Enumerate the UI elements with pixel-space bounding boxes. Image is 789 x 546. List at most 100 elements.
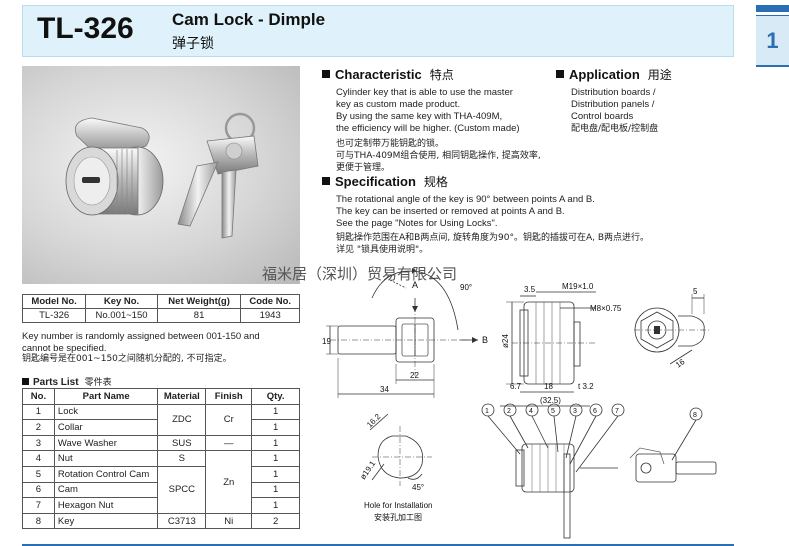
characteristic-heading-cn: 特点 [429,68,454,82]
application-line: Control boards [571,111,634,122]
dim-34: 34 [380,385,389,394]
product-title: Cam Lock - Dimple [172,10,326,29]
hole-label-cn: 安装孔加工图 [374,512,422,522]
part-qty: 1 [251,465,300,483]
balloon-2: 2 [507,408,511,415]
balloon-8: 8 [693,412,697,419]
product-photo [22,66,300,284]
bullet-square-icon [22,378,29,385]
table-row: 5 Rotation Control Cam SPCC 1 [22,465,300,514]
company-watermark: 福米居（深圳）贸易有限公司 [262,265,458,283]
part-qty: 2 [251,512,300,530]
mounting-hole-drawing [369,413,432,486]
specification-line-cn: 详见 "锁具使用说明"。 [336,245,429,255]
side-tab[interactable]: 1 [756,15,789,65]
part-no: 2 [22,419,55,436]
table-header-cell: Finish [205,388,253,405]
part-no: 8 [22,512,55,530]
application-heading-text: Application [569,67,640,82]
part-no: 3 [22,434,55,452]
balloon-5: 5 [551,408,555,415]
part-name: Collar [53,419,159,436]
spec-table: Model No. Key No. Net Weight(g) Code No.… [21,294,300,323]
application-line: Distribution panels / [571,99,655,110]
parts-list-heading-cn: 零件表 [84,378,112,388]
exploded-view-drawing [481,403,717,539]
note-line: Key number is randomly assigned between … [22,331,260,342]
part-no: 7 [22,497,55,514]
table-header-cell: Part Name [53,388,159,405]
dim-t3-2: t 3.2 [578,382,594,391]
table-row: 8 Key C3713 Ni 2 [22,512,300,530]
balloon-1: 1 [485,408,489,415]
table-row: TL-326 No.001~150 81 1943 [21,308,300,323]
hole-label: Hole for Installation [364,501,432,510]
bullet-square-icon [556,70,564,78]
part-no: 5 [22,465,55,483]
specification-line: The rotational angle of the key is 90° b… [336,194,595,205]
dim-m19: M19×1.0 [562,282,594,291]
part-name: Lock [53,403,159,421]
key-number-note: Key number is randomly assigned between … [22,331,300,366]
cam-lock-illustration [65,112,259,239]
part-finish: — [205,434,253,452]
characteristic-heading-text: Characteristic [335,67,422,82]
part-qty: 1 [251,419,300,436]
dim-5: 5 [693,287,698,296]
title-banner: TL-326 Cam Lock - Dimple 弹子锁 [22,5,734,57]
table-header-cell: Material [157,388,207,405]
characteristic-line: the efficiency will be higher. (Custom m… [336,123,520,134]
part-material: C3713 [157,512,207,530]
specification-line: See the page "Notes for Using Locks". [336,218,498,229]
application-line-cn: 配电盘/配电板/控制盘 [571,124,659,134]
dim-22: 22 [410,371,419,380]
side-tab-number: 1 [766,28,779,53]
part-qty: 1 [251,497,300,514]
parts-list-heading: Parts List 零件表 [22,375,112,388]
dim-3-5: 3.5 [524,285,536,294]
front-view-drawing [500,291,596,407]
table-header-cell: Qty. [251,388,300,405]
application-text: Distribution boards / Distribution panel… [571,87,731,135]
characteristic-line-cn: 可与THA-409M组合使用, 相同钥匙操作, 提高效率, 更便于管理。 [336,151,541,173]
part-name: Rotation Control Cam [53,465,159,483]
bullet-square-icon [322,177,330,185]
part-material: SPCC [157,465,207,514]
table-row: 4 Nut S Zn 1 [22,450,300,514]
dim-18: 18 [544,382,553,391]
table-header-cell: Net Weight(g) [156,294,242,309]
table-cell: No.001~150 [85,308,158,323]
dim-d19-1: ø19.1 [358,459,377,481]
characteristic-heading: Characteristic 特点 [322,66,454,83]
part-material: SUS [157,434,207,452]
side-view-drawing [326,268,478,398]
table-header-row: No. Part Name Material Finish Qty. [22,388,300,405]
part-qty: 1 [251,450,300,467]
note-line: cannot be specified. [22,342,107,354]
characteristic-line: By using the same key with THA-409M, [336,111,503,122]
characteristic-line: Cylinder key that is able to use the mas… [336,87,513,98]
parts-table: No. Part Name Material Finish Qty. 1 Loc… [22,388,300,530]
dim-16: 16 [674,357,687,370]
part-qty: 1 [251,403,300,421]
part-material: S [157,450,207,467]
balloon-4: 4 [529,408,533,415]
part-qty: 1 [251,434,300,452]
note-line-cn: 钥匙编号是在001~150之间随机分配的, 不可指定。 [22,354,232,364]
dim-45: 45° [412,483,424,492]
part-no: 1 [22,403,55,421]
point-a-label: A [412,280,418,290]
balloon-6: 6 [593,408,597,415]
dim-angle: 90° [460,283,472,292]
side-tab-strip [756,5,789,12]
table-cell: 1943 [240,308,300,323]
specification-text: The rotational angle of the key is 90° b… [336,194,731,256]
part-name: Wave Washer [53,434,159,452]
part-name: Nut [53,450,159,467]
table-cell: 81 [156,308,242,323]
bullet-square-icon [322,70,330,78]
parts-list-heading-text: Parts List [33,377,79,388]
table-header-cell: Code No. [240,294,300,309]
